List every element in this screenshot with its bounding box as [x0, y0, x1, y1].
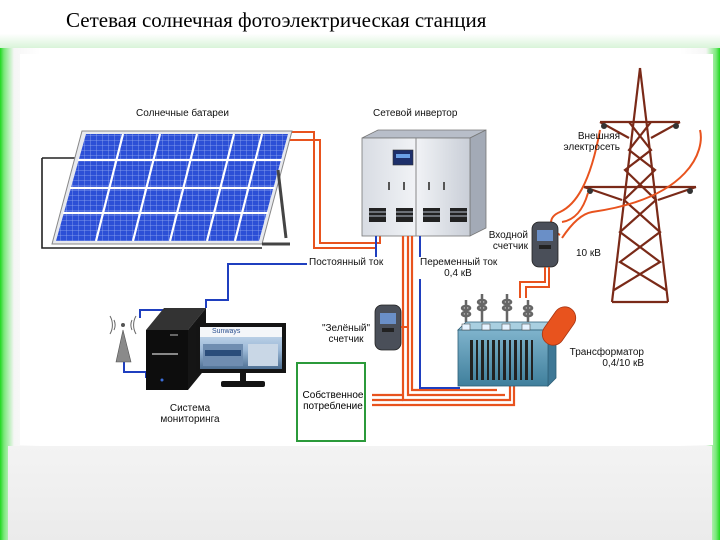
- label-transformer: Трансформатор 0,4/10 кВ: [564, 347, 644, 369]
- label-grid-inverter: Сетевой инвертор: [373, 108, 458, 119]
- label-green-meter-line1: "Зелёный": [321, 323, 371, 334]
- label-external-grid: Внешняя электросеть: [560, 131, 621, 153]
- label-dc-current: Постоянный ток: [307, 257, 386, 268]
- ac-wires: [372, 236, 516, 407]
- ground-wire: [41, 158, 262, 249]
- label-monitoring-line2: мониторинга: [160, 414, 220, 425]
- inverter-cabinet-icon: [361, 129, 487, 237]
- green-meter-icon: [374, 304, 402, 351]
- slide-footer-area: [8, 446, 712, 540]
- label-transformer-line2: 0,4/10 кВ: [602, 358, 644, 369]
- label-input-meter-line2: счетчик: [492, 241, 528, 252]
- meter-to-transformer-wires: [519, 267, 550, 298]
- monitor-icon: [196, 323, 286, 387]
- meter-icon: [531, 221, 559, 268]
- power-tower-icon: [583, 67, 697, 304]
- label-ac-current: Переменный ток 0,4 кВ: [418, 257, 498, 279]
- label-monitoring: Система мониторинга: [154, 403, 226, 425]
- antenna-icon: [109, 315, 137, 363]
- label-input-meter: Входной счетчик: [480, 230, 528, 252]
- transformer-icon: [457, 294, 577, 387]
- label-green-meter-line2: счетчик: [328, 334, 364, 345]
- label-own-consumption-line2: потребление: [303, 401, 363, 412]
- monitor-screen-brand: Sunways: [212, 328, 241, 335]
- label-ac-current-line1: Переменный ток: [420, 257, 498, 268]
- page-title: Сетевая солнечная фотоэлектрическая стан…: [66, 8, 487, 32]
- label-own-consumption: Собственное потребление: [302, 390, 364, 412]
- label-own-consumption-line1: Собственное: [302, 390, 364, 401]
- label-external-grid-line1: Внешняя: [577, 131, 620, 142]
- label-input-meter-line1: Входной: [488, 230, 528, 241]
- diagram-panel: [20, 54, 713, 445]
- label-voltage-10kv: 10 кВ: [576, 248, 601, 259]
- label-monitoring-line1: Система: [169, 403, 211, 414]
- label-ac-current-line2: 0,4 кВ: [444, 268, 472, 279]
- title-band: [0, 0, 720, 48]
- label-external-grid-line2: электросеть: [563, 142, 621, 153]
- solar-panel-icon: [51, 130, 293, 246]
- label-green-meter: "Зелёный" счетчик: [320, 323, 372, 345]
- label-transformer-line1: Трансформатор: [569, 347, 644, 358]
- label-solar-panels: Солнечные батареи: [136, 108, 229, 119]
- own-consumption-box: Собственное потребление: [296, 362, 366, 442]
